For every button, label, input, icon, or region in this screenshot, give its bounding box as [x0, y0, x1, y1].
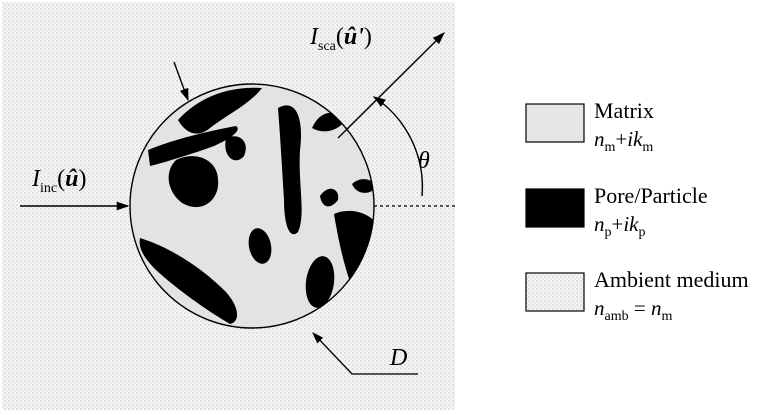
legend-formula-ambient: namb = nm	[594, 296, 672, 324]
pore	[305, 256, 335, 308]
legend-label-matrix: Matrix	[594, 98, 654, 123]
pore	[178, 87, 262, 134]
legend-label-ambient: Ambient medium	[594, 267, 749, 292]
legend-swatch-ambient	[525, 272, 585, 312]
pore	[278, 105, 302, 235]
legend-formula-matrix: nm+ikm	[594, 127, 653, 155]
boundary-pointer-arrow	[173, 61, 189, 102]
pore	[248, 228, 272, 264]
legend-label-pore: Pore/Particle	[594, 183, 708, 208]
pore	[139, 238, 238, 324]
pore	[225, 136, 246, 161]
particle	[129, 83, 375, 329]
legend-swatch-matrix	[525, 103, 585, 143]
angle-arc	[372, 96, 424, 197]
pore	[352, 179, 374, 193]
scattered-label: Isca(û')	[309, 24, 372, 54]
pore	[320, 188, 339, 207]
incident-label: Iinc(û)	[31, 166, 86, 196]
legend-formula-pore: np+ikp	[594, 212, 646, 240]
legend: Matrix nm+ikm Pore/Particle np+ikp Ambie…	[525, 98, 749, 324]
scattered-arrow	[337, 32, 445, 139]
diameter-label: D	[389, 345, 407, 371]
pore	[168, 156, 219, 208]
pore	[148, 126, 238, 166]
angle-label: θ	[418, 148, 430, 174]
diameter-leader	[312, 332, 418, 375]
legend-swatch-pore	[525, 188, 585, 228]
pores	[130, 87, 374, 324]
